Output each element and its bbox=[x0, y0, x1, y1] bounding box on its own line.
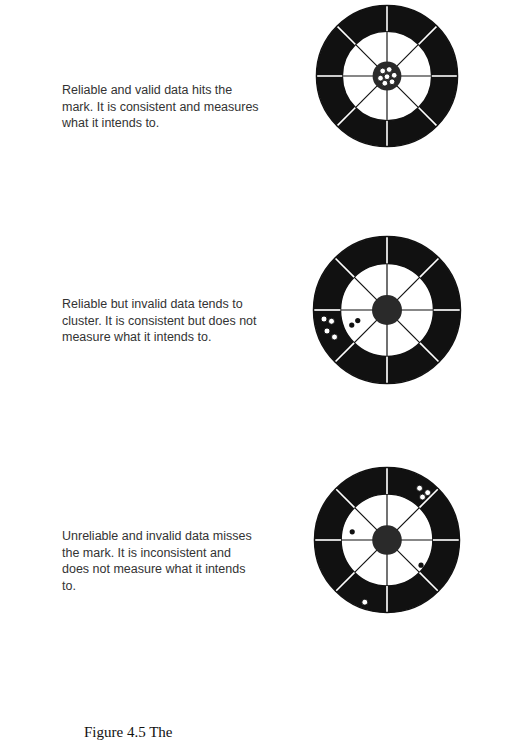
figure-caption: Figure 4.5 The bbox=[84, 724, 172, 741]
target-reliable-invalid bbox=[314, 237, 461, 384]
target-unreliable-invalid bbox=[314, 467, 459, 612]
description-text: Unreliable and invalid data misses the m… bbox=[62, 528, 258, 594]
description-text: Reliable and valid data hits the mark. I… bbox=[62, 82, 262, 132]
description-text: Reliable but invalid data tends to clust… bbox=[62, 296, 284, 346]
target-valid bbox=[316, 5, 457, 146]
